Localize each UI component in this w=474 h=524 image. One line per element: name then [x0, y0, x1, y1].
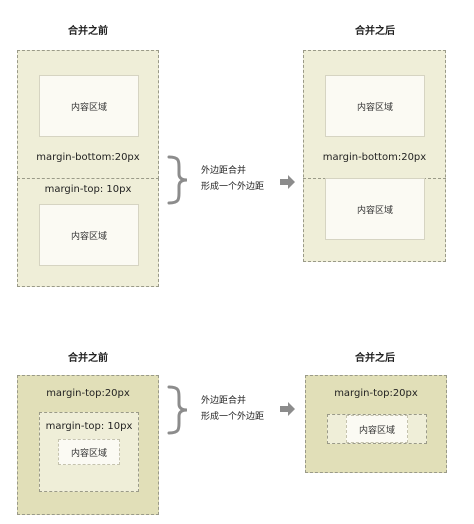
content-area: 内容区域 [325, 75, 425, 137]
margin-top-label: margin-top: 10px [44, 184, 132, 195]
inner-margin-label: margin-top: 10px [45, 421, 133, 432]
right-arrow-icon [280, 175, 295, 189]
inner-box: margin-top: 10px 内容区域 [39, 412, 139, 492]
content-area-label: 内容区域 [70, 102, 107, 113]
after-title-2: 合并之后 [355, 353, 395, 364]
margin-bottom-label: margin-bottom:20px [36, 152, 140, 163]
before-top-box: 内容区域 margin-bottom:20px [17, 50, 159, 179]
merge-note-line1: 外边距合并 [201, 396, 247, 406]
merge-note: 外边距合并 形成一个外边距 [201, 163, 281, 195]
content-area-label: 内容区域 [70, 231, 107, 242]
outer-margin-label: margin-top:20px [46, 388, 130, 399]
before-title-1: 合并之前 [68, 26, 108, 37]
brace-icon [167, 155, 188, 205]
before-bottom-box: margin-top: 10px 内容区域 [17, 178, 159, 287]
content-area-label: 内容区域 [356, 205, 393, 216]
content-area: 内容区域 [39, 75, 139, 137]
merge-note: 外边距合并 形成一个外边距 [201, 393, 281, 425]
box-divider [17, 178, 159, 179]
after-box-1: 内容区域 margin-bottom:20px 内容区域 [303, 50, 446, 262]
content-area: 内容区域 [39, 204, 139, 266]
inner-box: 内容区域 [327, 414, 427, 444]
merge-note-line1: 外边距合并 [201, 166, 247, 176]
margin-label: margin-bottom:20px [322, 152, 427, 163]
content-area: 内容区域 [325, 178, 425, 240]
content-area: 内容区域 [58, 439, 120, 465]
outer-box: margin-top:20px margin-top: 10px 内容区域 [17, 375, 159, 515]
after-margin-label: margin-top:20px [334, 388, 418, 399]
merge-note-line2: 形成一个外边距 [201, 412, 265, 422]
content-area: 内容区域 [346, 415, 408, 443]
content-area-label: 内容区域 [358, 425, 395, 436]
brace-icon [167, 385, 188, 435]
merge-note-line2: 形成一个外边距 [201, 182, 265, 192]
right-arrow-icon [280, 402, 295, 416]
content-area-label: 内容区域 [70, 448, 107, 459]
after-title-1: 合并之后 [355, 26, 395, 37]
before-title-2: 合并之前 [68, 353, 108, 364]
after-box-2: margin-top:20px 内容区域 [305, 375, 447, 473]
content-area-label: 内容区域 [356, 102, 393, 113]
